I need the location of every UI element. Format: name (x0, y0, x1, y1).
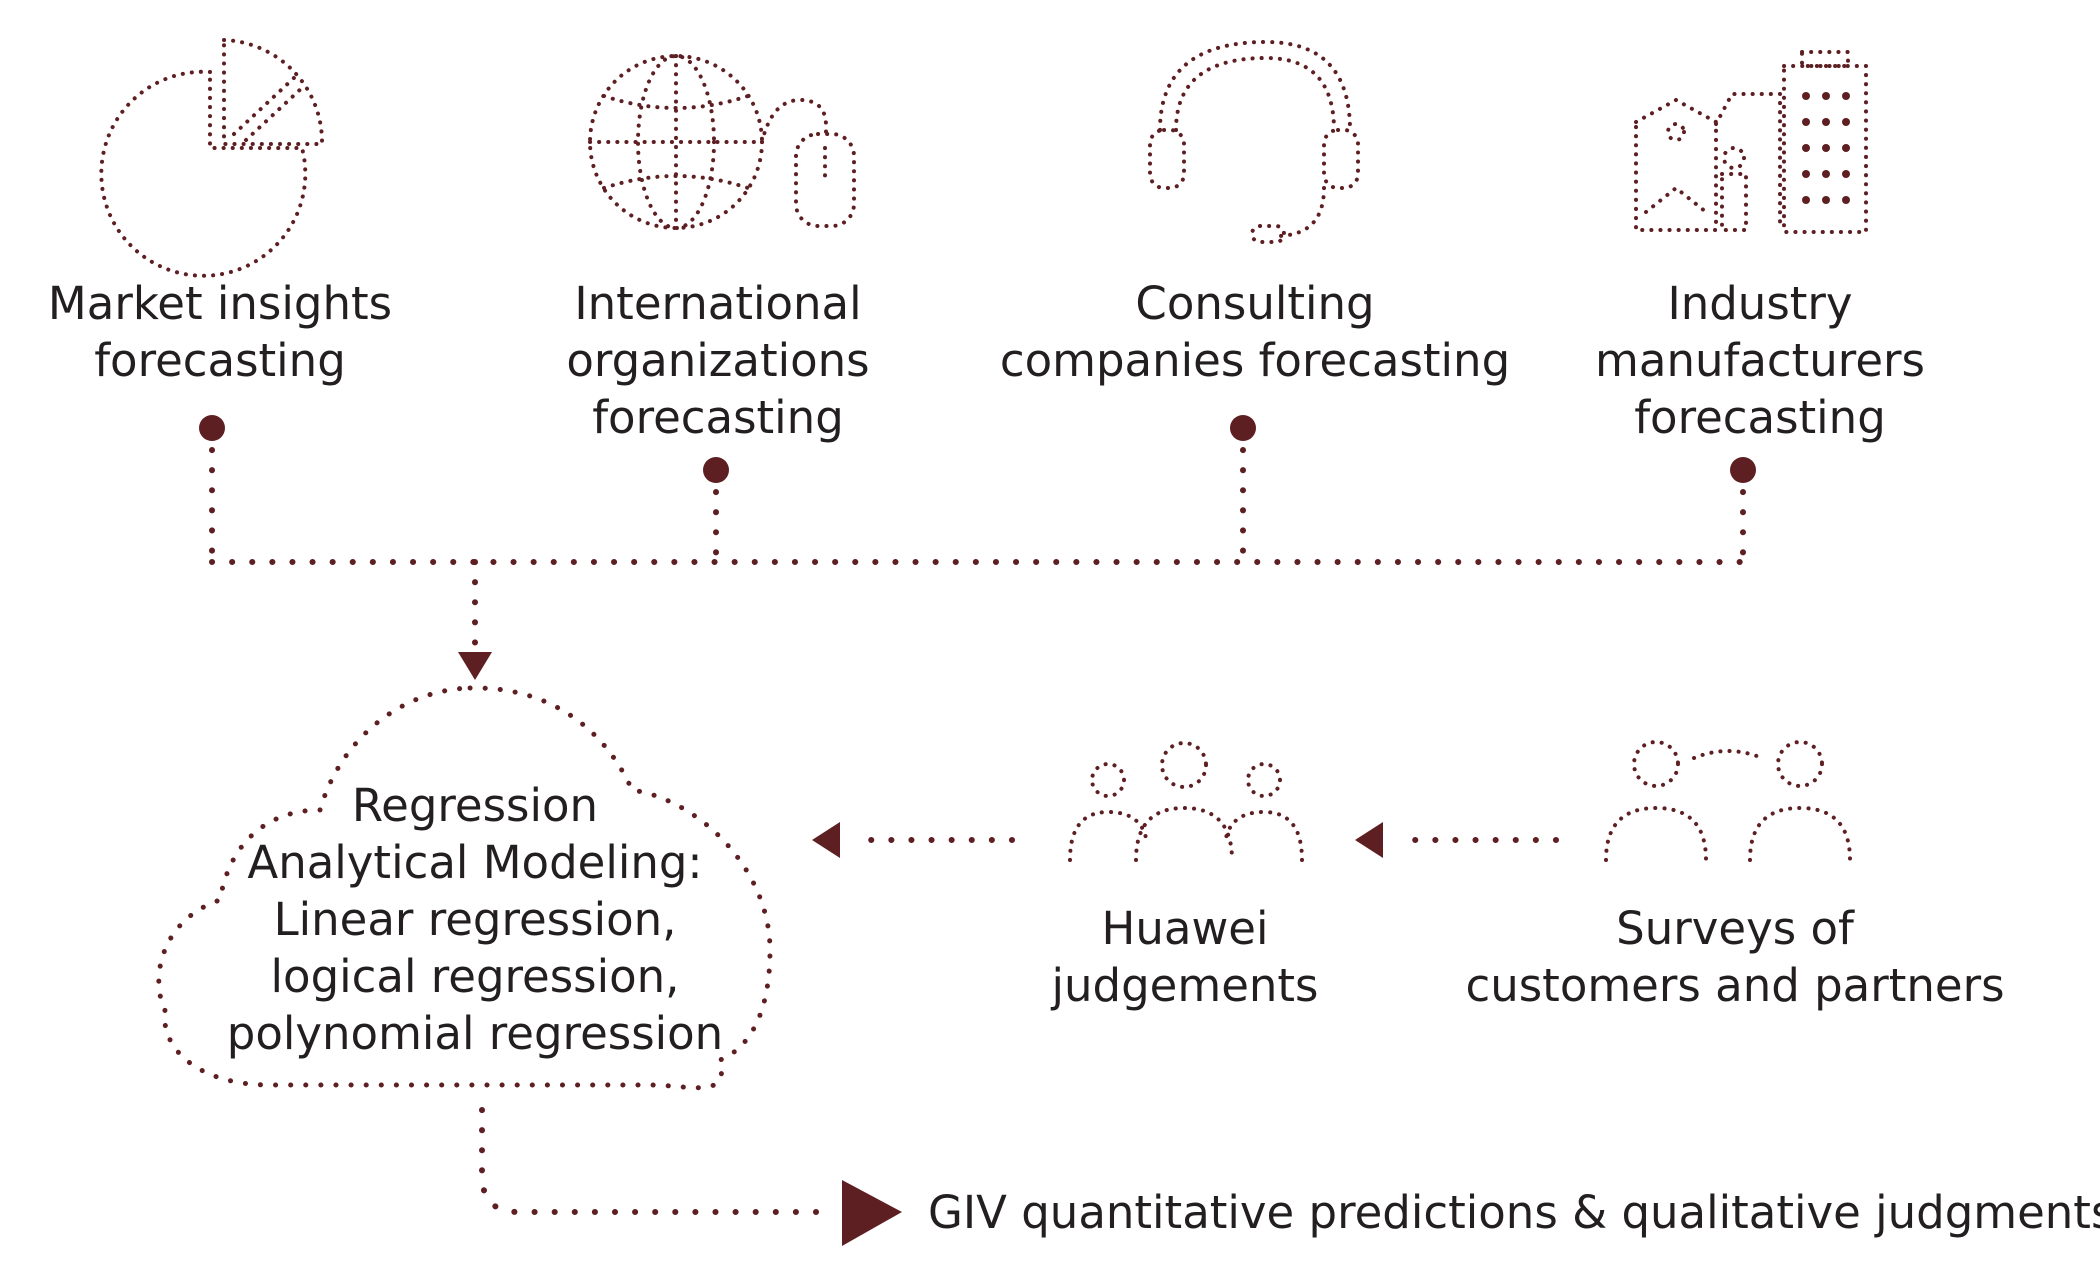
source-label-market-insights: Market insights forecasting (47, 277, 393, 387)
source-label-consulting: Consulting companies forecasting (999, 277, 1511, 387)
anchor-dot-industry (1730, 457, 1756, 483)
source-label-industry: Industry manufacturers forecasting (1595, 277, 1925, 444)
source-label-international: International organizations forecasting (566, 277, 870, 444)
globe-mouse-icon (588, 54, 856, 230)
people-group-icon (1068, 741, 1304, 862)
industry-buildings-icon (1634, 50, 1868, 234)
anchor-dot-market (199, 415, 225, 441)
anchor-dot-international (703, 457, 729, 483)
model-cloud (156, 685, 773, 1091)
arrow-head-judgements-to-model (812, 822, 840, 858)
two-people-icon (1604, 740, 1852, 862)
model-label: Regression Analytical Modeling: Linear r… (226, 779, 724, 1060)
headset-icon (1148, 40, 1360, 244)
anchor-dot-consulting (1230, 415, 1256, 441)
arrow-line-model-to-output (479, 1107, 825, 1215)
pie-chart-icon (99, 38, 325, 278)
surveys-label: Surveys of customers and partners (1465, 902, 2005, 1012)
output-label: GIV quantitative predictions & qualitati… (928, 1186, 2100, 1239)
source-connectors (209, 447, 1746, 653)
arrow-head-model-to-output (842, 1180, 902, 1246)
judgements-label: Huawei judgements (1051, 902, 1319, 1012)
arrow-down-to-model (458, 652, 492, 680)
arrow-head-surveys-to-judgements (1355, 822, 1383, 858)
